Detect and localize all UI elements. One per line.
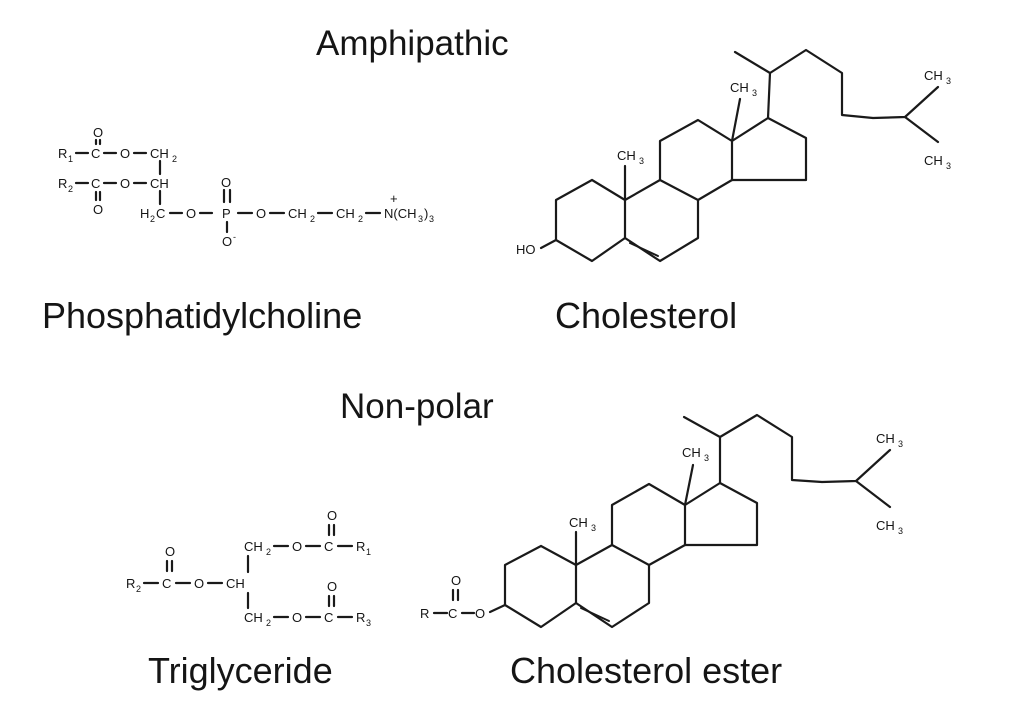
svg-text:C: C bbox=[91, 176, 100, 191]
svg-text:R: R bbox=[356, 610, 365, 625]
svg-text:R: R bbox=[356, 539, 365, 554]
svg-text:CH: CH bbox=[682, 445, 701, 460]
svg-text:R: R bbox=[58, 176, 67, 191]
svg-text:): ) bbox=[424, 206, 428, 221]
svg-text:CH: CH bbox=[336, 206, 355, 221]
svg-text:C: C bbox=[156, 206, 165, 221]
svg-text:O: O bbox=[327, 508, 337, 523]
svg-text:2: 2 bbox=[266, 618, 271, 628]
svg-text:3: 3 bbox=[946, 161, 951, 171]
svg-text:CH: CH bbox=[244, 610, 263, 625]
svg-text:CH: CH bbox=[730, 80, 749, 95]
svg-text:CH: CH bbox=[150, 146, 169, 161]
svg-text:O: O bbox=[292, 610, 302, 625]
svg-text:O: O bbox=[475, 606, 485, 621]
svg-text:O: O bbox=[327, 579, 337, 594]
svg-text:3: 3 bbox=[418, 214, 423, 224]
svg-text:R: R bbox=[126, 576, 135, 591]
svg-text:O: O bbox=[120, 146, 130, 161]
svg-text:3: 3 bbox=[898, 439, 903, 449]
svg-text:3: 3 bbox=[591, 523, 596, 533]
svg-text:H: H bbox=[140, 206, 149, 221]
heading-nonpolar: Non-polar bbox=[340, 387, 494, 426]
svg-text:R: R bbox=[58, 146, 67, 161]
label-cholesterol-ester: Cholesterol ester bbox=[510, 650, 783, 691]
svg-text:2: 2 bbox=[358, 214, 363, 224]
svg-text:O: O bbox=[93, 202, 103, 217]
svg-text:-: - bbox=[233, 232, 236, 242]
svg-text:O: O bbox=[165, 544, 175, 559]
svg-text:HO: HO bbox=[516, 242, 536, 257]
svg-text:C: C bbox=[448, 606, 457, 621]
svg-text:O: O bbox=[221, 175, 231, 190]
svg-text:O: O bbox=[292, 539, 302, 554]
svg-text:R: R bbox=[420, 606, 429, 621]
svg-text:3: 3 bbox=[898, 526, 903, 536]
svg-text:1: 1 bbox=[366, 547, 371, 557]
svg-text:O: O bbox=[194, 576, 204, 591]
svg-text:C: C bbox=[324, 610, 333, 625]
svg-text:O: O bbox=[451, 573, 461, 588]
svg-text:O: O bbox=[93, 125, 103, 140]
svg-text:O: O bbox=[186, 206, 196, 221]
svg-text:1: 1 bbox=[68, 154, 73, 164]
svg-text:3: 3 bbox=[704, 453, 709, 463]
svg-text:2: 2 bbox=[172, 154, 177, 164]
svg-text:CH: CH bbox=[617, 148, 636, 163]
svg-text:P: P bbox=[222, 206, 231, 221]
svg-text:CH: CH bbox=[226, 576, 245, 591]
svg-text:3: 3 bbox=[639, 156, 644, 166]
svg-text:C: C bbox=[162, 576, 171, 591]
svg-text:O: O bbox=[256, 206, 266, 221]
label-cholesterol: Cholesterol bbox=[555, 295, 738, 336]
svg-text:N(CH: N(CH bbox=[384, 206, 417, 221]
svg-text:3: 3 bbox=[366, 618, 371, 628]
svg-text:2: 2 bbox=[68, 184, 73, 194]
svg-text:3: 3 bbox=[946, 76, 951, 86]
svg-text:CH: CH bbox=[150, 176, 169, 191]
svg-text:2: 2 bbox=[266, 547, 271, 557]
svg-text:CH: CH bbox=[924, 68, 943, 83]
svg-text:CH: CH bbox=[876, 431, 895, 446]
svg-text:CH: CH bbox=[288, 206, 307, 221]
heading-amphipathic: Amphipathic bbox=[316, 24, 509, 63]
label-triglyceride: Triglyceride bbox=[148, 650, 333, 691]
svg-text:2: 2 bbox=[150, 214, 155, 224]
label-phosphatidylcholine: Phosphatidylcholine bbox=[42, 295, 363, 336]
svg-text:2: 2 bbox=[136, 584, 141, 594]
svg-text:3: 3 bbox=[752, 88, 757, 98]
svg-text:O: O bbox=[120, 176, 130, 191]
svg-text:CH: CH bbox=[876, 518, 895, 533]
svg-text:CH: CH bbox=[924, 153, 943, 168]
svg-text:C: C bbox=[324, 539, 333, 554]
svg-text:3: 3 bbox=[429, 214, 434, 224]
svg-text:O: O bbox=[222, 234, 232, 249]
svg-text:+: + bbox=[390, 191, 398, 206]
svg-text:C: C bbox=[91, 146, 100, 161]
svg-text:CH: CH bbox=[244, 539, 263, 554]
svg-text:2: 2 bbox=[310, 214, 315, 224]
svg-text:CH: CH bbox=[569, 515, 588, 530]
